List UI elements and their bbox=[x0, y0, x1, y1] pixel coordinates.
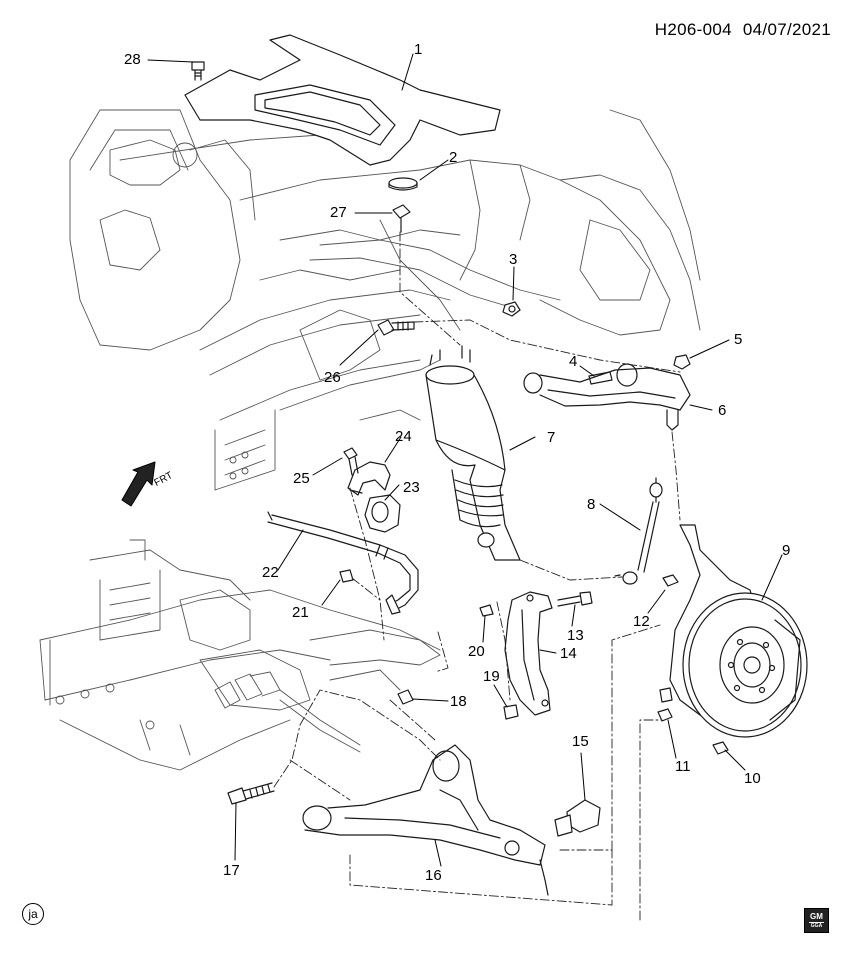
bolt-part-13 bbox=[557, 591, 593, 607]
callout-21: 21 bbox=[292, 604, 309, 621]
artist-initials-mark: ja bbox=[22, 903, 44, 925]
frame-brace-part-1 bbox=[184, 34, 501, 166]
bolt-part-25 bbox=[343, 447, 359, 476]
callout-20: 20 bbox=[468, 643, 485, 660]
strut-bracket-part-14 bbox=[504, 591, 553, 716]
bolt-part-17 bbox=[227, 782, 275, 805]
insulator-part-2 bbox=[388, 177, 418, 191]
upper-control-arm-part-6 bbox=[523, 363, 691, 431]
nut-part-10 bbox=[712, 741, 729, 755]
callout-2: 2 bbox=[449, 149, 458, 166]
lower-control-arm-part-16 bbox=[302, 744, 549, 896]
assembly-lines bbox=[273, 231, 681, 921]
nut-part-19 bbox=[503, 704, 519, 720]
callout-28: 28 bbox=[124, 51, 141, 68]
callout-27: 27 bbox=[330, 204, 347, 221]
knuckle-hub-rotor-part-9 bbox=[659, 524, 808, 738]
callout-7: 7 bbox=[547, 429, 556, 446]
bolt-part-28 bbox=[191, 61, 205, 81]
nut-part-21 bbox=[339, 569, 354, 583]
nut-part-3 bbox=[502, 301, 521, 317]
callout-4: 4 bbox=[569, 353, 578, 370]
diagram-header: H206-004 04/07/2021 bbox=[655, 20, 831, 40]
nut-part-20 bbox=[479, 604, 494, 617]
callout-5: 5 bbox=[734, 331, 743, 348]
bracket-part-27 bbox=[392, 204, 411, 233]
callout-22: 22 bbox=[262, 564, 279, 581]
callout-13: 13 bbox=[567, 627, 584, 644]
nut-part-5 bbox=[673, 354, 691, 370]
callout-6: 6 bbox=[718, 402, 727, 419]
bolt-part-26 bbox=[377, 319, 415, 336]
bolt-part-4 bbox=[588, 371, 613, 385]
nut-part-11 bbox=[657, 708, 673, 722]
callout-11: 11 bbox=[675, 758, 691, 775]
vehicle-body-structure bbox=[69, 109, 701, 491]
callout-leaders bbox=[147, 53, 783, 867]
nut-part-18 bbox=[397, 689, 414, 705]
callout-25: 25 bbox=[293, 470, 310, 487]
callout-1: 1 bbox=[414, 41, 423, 58]
diagram-date: 04/07/2021 bbox=[742, 20, 831, 39]
callout-9: 9 bbox=[782, 542, 791, 559]
bushing-part-23 bbox=[364, 494, 401, 533]
callout-24: 24 bbox=[395, 428, 412, 445]
gm-logo-text: GM bbox=[810, 912, 823, 921]
front-cradle-structure bbox=[39, 539, 441, 771]
callout-26: 26 bbox=[324, 369, 341, 386]
bushing-part-15 bbox=[554, 799, 601, 837]
stabilizer-link-part-8 bbox=[614, 477, 663, 585]
callout-16: 16 bbox=[425, 867, 442, 884]
callout-23: 23 bbox=[403, 479, 420, 496]
air-strut-part-7 bbox=[425, 345, 521, 561]
callout-17: 17 bbox=[223, 862, 240, 879]
callout-18: 18 bbox=[450, 693, 467, 710]
bracket-part-24 bbox=[347, 461, 391, 496]
stabilizer-bar-part-22 bbox=[267, 511, 419, 615]
front-direction-arrow bbox=[121, 461, 156, 507]
gm-logo-subtext: GGA bbox=[808, 922, 825, 929]
callout-8: 8 bbox=[587, 496, 596, 513]
gm-logo: GM GGA bbox=[804, 908, 829, 933]
diagram-code: H206-004 bbox=[654, 20, 732, 39]
callout-10: 10 bbox=[744, 770, 761, 787]
callout-14: 14 bbox=[560, 645, 577, 662]
callout-12: 12 bbox=[633, 613, 650, 630]
callout-15: 15 bbox=[572, 733, 589, 750]
nut-part-12 bbox=[662, 574, 679, 587]
callout-19: 19 bbox=[483, 668, 500, 685]
callout-3: 3 bbox=[509, 251, 518, 268]
